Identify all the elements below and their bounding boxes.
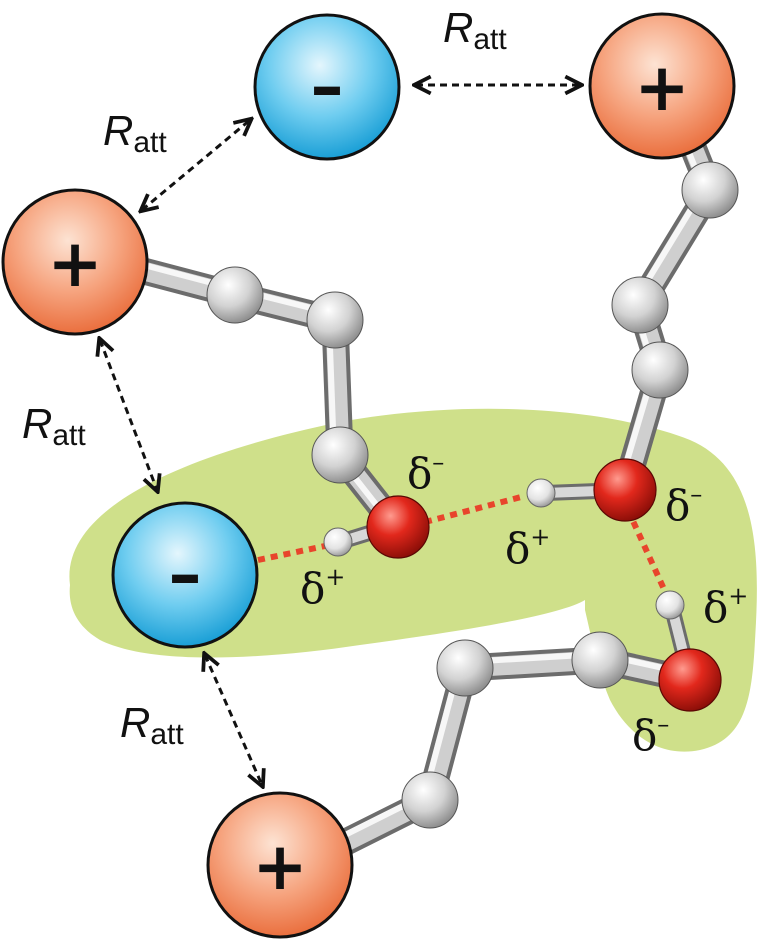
delta-minus-label: δ– <box>665 480 702 530</box>
oxygen-atom <box>366 495 430 559</box>
oxygen-atom <box>658 648 722 712</box>
attraction-arrow <box>205 655 262 785</box>
plus-sign: + <box>47 225 102 302</box>
carbon-atom <box>306 291 364 349</box>
attraction-labels: Ratt Ratt Ratt Ratt <box>22 4 507 751</box>
ions: – + + – + <box>1 12 736 939</box>
anion-center: – <box>111 501 259 649</box>
carbon-atom <box>206 266 264 324</box>
cation-top-right: + <box>588 12 736 160</box>
carbon-atom <box>611 276 669 334</box>
r-att-label: Ratt <box>120 699 184 751</box>
r-att-label: Ratt <box>22 400 86 452</box>
delta-plus-label: δ+ <box>703 582 748 632</box>
hbond-o-h-lower <box>625 508 671 600</box>
minus-sign: – <box>311 48 344 125</box>
cation-bottom: + <box>206 791 354 939</box>
hbond-o-h <box>424 493 526 525</box>
carbon-atom <box>681 161 739 219</box>
plus-sign: + <box>634 49 689 126</box>
plus-sign: + <box>252 828 307 905</box>
anion-top: – <box>253 13 401 161</box>
carbon-atom <box>311 426 369 484</box>
carbon-atom <box>436 639 494 697</box>
delta-minus-label: δ– <box>407 448 444 498</box>
r-att-label: Ratt <box>103 107 167 159</box>
delta-plus-label: δ+ <box>300 563 345 613</box>
r-att-label: Ratt <box>443 4 507 56</box>
delta-plus-label: δ+ <box>505 523 550 573</box>
hydrogen-bonds <box>257 493 671 600</box>
hydrogen-atom <box>655 590 685 620</box>
hydrogen-atoms <box>323 478 685 620</box>
delta-minus-label: δ– <box>632 710 669 760</box>
hydrogen-atom <box>323 527 353 557</box>
carbon-atoms <box>206 161 739 829</box>
carbon-atom <box>571 631 629 689</box>
oxygen-atom <box>593 458 657 522</box>
hydrogen-atom <box>526 478 556 508</box>
oxygen-atoms <box>366 458 722 712</box>
attraction-arrow <box>100 340 157 490</box>
cation-left: + <box>1 188 149 336</box>
partial-charge-labels: δ– δ+ δ+ δ– δ+ δ– <box>300 448 748 760</box>
minus-sign: – <box>169 536 202 613</box>
carbon-atom <box>631 341 689 399</box>
carbon-atom <box>401 771 459 829</box>
attraction-arrows <box>100 85 580 785</box>
